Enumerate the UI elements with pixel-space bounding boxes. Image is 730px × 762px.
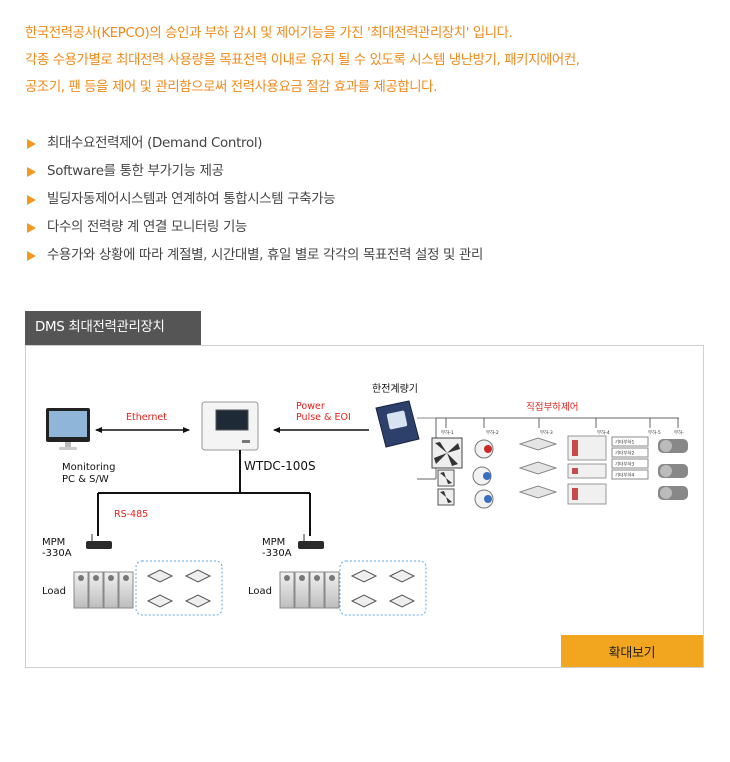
ethernet-label: Ethernet xyxy=(126,412,167,423)
rs485-label: RS-485 xyxy=(114,509,148,520)
feature-label: 다수의 전력량 계 연결 모니터링 기능 xyxy=(47,220,248,235)
ceiling-cassette-icon xyxy=(146,569,212,608)
monitor-pc-icon xyxy=(46,408,90,450)
power-label-2: Pulse & EOI xyxy=(296,412,351,423)
other-load-boxes xyxy=(611,436,649,480)
feature-label: 수용가와 상황에 따라 계절별, 시간대별, 휴일 별로 각각의 목표전력 설정… xyxy=(47,248,484,263)
other-load-1: 기타부하1 xyxy=(615,439,635,446)
load-label-1: Load xyxy=(42,586,66,597)
feature-label: 최대수요전력제어 (Demand Control) xyxy=(47,136,263,151)
other-load-3: 기타부하3 xyxy=(615,461,635,468)
bullet-icon xyxy=(27,167,36,177)
intro-line-2: 각종 수용가별로 최대전력 사용량을 목표전력 이내로 유지 될 수 있도록 시… xyxy=(25,53,580,68)
fan-icon xyxy=(437,488,455,506)
branch-label-5: 부하-5 xyxy=(648,429,661,436)
feature-item: 수용가와 상황에 따라 계절별, 시간대별, 휴일 별로 각각의 목표전력 설정… xyxy=(25,242,483,270)
system-diagram: Monitoring PC & S/W Ethernet WTDC-100S P… xyxy=(25,345,704,668)
fan-icon-large xyxy=(431,437,463,469)
bullet-icon xyxy=(27,139,36,149)
controller-label: WTDC-100S xyxy=(244,459,316,473)
bullet-icon xyxy=(27,195,36,205)
section-title-tab: DMS 최대전력관리장치 xyxy=(25,311,201,345)
power-meter-icon xyxy=(375,400,420,448)
mpm-label-1b: -330A xyxy=(42,548,72,559)
branch-label-4: 부하-4 xyxy=(597,429,610,436)
mpm-module-icon xyxy=(86,534,112,549)
monitor-label-1: Monitoring xyxy=(62,462,115,473)
ceiling-cassette-icon xyxy=(350,569,416,608)
branch-label-2: 부하-2 xyxy=(486,429,499,436)
feature-item: 빌딩자동제어시스템과 연계하여 통합시스템 구축가능 xyxy=(25,186,483,214)
feature-list: 최대수요전력제어 (Demand Control) Software를 통한 부… xyxy=(25,130,483,270)
bullet-icon xyxy=(27,251,36,261)
branch-label-3: 부하-3 xyxy=(540,429,553,436)
zoom-button[interactable]: 확대보기 xyxy=(561,635,703,667)
branch-label-6: 부하- xyxy=(674,429,684,436)
intro-line-1: 한국전력공사(KEPCO)의 승인과 부하 감시 및 제어기능을 가진 '최대전… xyxy=(25,26,513,41)
mpm-label-1a: MPM xyxy=(42,537,65,548)
indoor-units-group xyxy=(135,560,223,616)
load-label-2: Load xyxy=(248,586,272,597)
fan-icon xyxy=(437,469,455,487)
intro-text: 한국전력공사(KEPCO)의 승인과 부하 감시 및 제어기능을 가진 '최대전… xyxy=(25,20,715,101)
mpm-label-2a: MPM xyxy=(262,537,285,548)
direct-load-label: 직접부하제어 xyxy=(526,401,578,413)
cabinet-icon xyxy=(567,435,607,505)
other-load-2: 기타부하2 xyxy=(615,450,635,457)
feature-item: 최대수요전력제어 (Demand Control) xyxy=(25,130,483,158)
feature-label: Software를 통한 부가기능 제공 xyxy=(47,164,224,179)
branch-lines xyxy=(445,418,679,428)
controller-device-icon xyxy=(201,401,259,451)
ceiling-unit-icon xyxy=(518,437,558,499)
branch-label-1: 부하-1 xyxy=(441,429,454,436)
pump-icon xyxy=(472,439,494,509)
power-label-1: Power xyxy=(296,401,325,412)
mpm-label-2b: -330A xyxy=(262,548,292,559)
feature-item: Software를 통한 부가기능 제공 xyxy=(25,158,483,186)
feature-item: 다수의 전력량 계 연결 모니터링 기능 xyxy=(25,214,483,242)
other-load-4: 기타부하4 xyxy=(615,472,635,479)
intro-line-3: 공조기, 팬 등을 제어 및 관리함으로써 전력사용요금 절감 효과를 제공합니… xyxy=(25,80,437,95)
meter-label: 한전계량기 xyxy=(372,383,418,395)
indoor-units-group xyxy=(339,560,427,616)
outdoor-unit-icon xyxy=(279,571,340,609)
motor-icon xyxy=(658,439,688,500)
bullet-icon xyxy=(27,223,36,233)
mpm-module-icon xyxy=(298,534,324,549)
diagram-canvas: Monitoring PC & S/W Ethernet WTDC-100S P… xyxy=(42,383,688,616)
monitor-label-2: PC & S/W xyxy=(62,474,109,485)
feature-label: 빌딩자동제어시스템과 연계하여 통합시스템 구축가능 xyxy=(47,192,336,207)
rs485-bus xyxy=(97,450,311,536)
outdoor-unit-icon xyxy=(73,571,134,609)
